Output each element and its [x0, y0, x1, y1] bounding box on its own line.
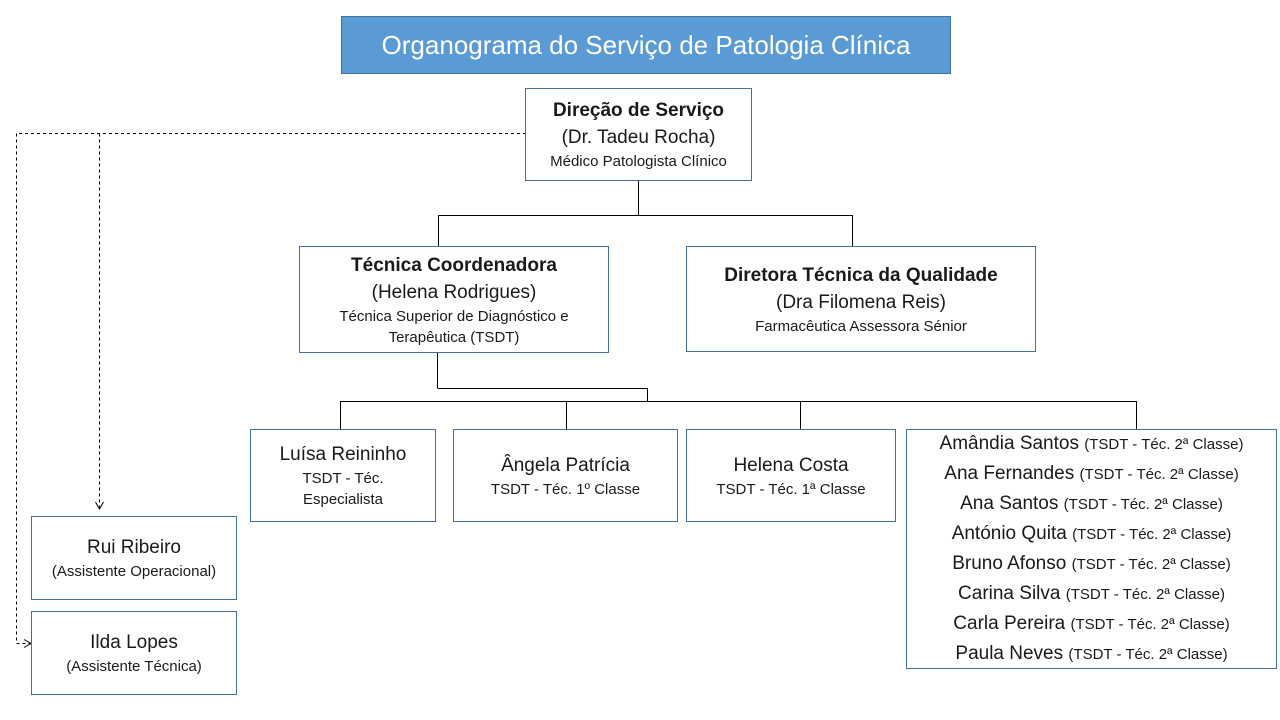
- node-description: Médico Patologista Clínico: [550, 153, 727, 170]
- connector-coordenadora-level3: [340, 352, 1137, 430]
- page-title: Organograma do Serviço de Patologia Clín…: [341, 16, 951, 74]
- node-diretora-qualidade: Diretora Técnica da Qualidade (Dra Filom…: [686, 246, 1036, 352]
- node-grade: TSDT - Téc. 1ª Classe: [716, 480, 866, 498]
- node-person-name: Rui Ribeiro: [87, 537, 181, 558]
- node-role: Diretora Técnica da Qualidade: [724, 264, 998, 286]
- node-grade-line2: Especialista: [302, 491, 384, 508]
- node-person-name: Ilda Lopes: [90, 632, 178, 653]
- connector-direcao-assistentes: [16, 133, 526, 648]
- node-role: (Assistente Operacional): [51, 563, 217, 580]
- node-luisa-reininho: Luísa Reininho TSDT - Téc. Especialista: [250, 429, 436, 522]
- node-role: (Assistente Técnica): [66, 658, 202, 675]
- node-direcao-servico: Direção de Serviço (Dr. Tadeu Rocha) Méd…: [525, 88, 752, 181]
- staff-name: António Quita: [951, 523, 1067, 544]
- node-angela-patricia: Ângela Patrícia TSDT - Téc. 1º Classe: [453, 429, 678, 522]
- node-tecnica-coordenadora: Técnica Coordenadora (Helena Rodrigues) …: [299, 246, 609, 353]
- staff-list-item: Paula Neves (TSDT - Téc. 2ª Classe): [955, 639, 1227, 669]
- staff-list-item: Amândia Santos (TSDT - Téc. 2ª Classe): [940, 429, 1244, 459]
- staff-name: Paula Neves: [955, 643, 1064, 664]
- staff-list-item: Carla Pereira (TSDT - Téc. 2ª Classe): [953, 609, 1229, 639]
- node-ilda-lopes: Ilda Lopes (Assistente Técnica): [31, 611, 237, 695]
- node-description-line1: Técnica Superior de Diagnóstico e: [339, 307, 569, 325]
- staff-grade: (TSDT - Téc. 2ª Classe): [1079, 466, 1239, 483]
- staff-name: Ana Santos: [960, 493, 1059, 514]
- staff-grade: (TSDT - Téc. 2ª Classe): [1068, 646, 1228, 663]
- node-person-name: (Dra Filomena Reis): [776, 291, 946, 313]
- node-person-name: Ângela Patrícia: [501, 454, 630, 476]
- staff-name: Amândia Santos: [939, 433, 1079, 454]
- node-person-name: Helena Costa: [733, 454, 849, 476]
- staff-name: Carla Pereira: [953, 613, 1066, 634]
- staff-name: Bruno Afonso: [952, 553, 1067, 574]
- staff-list-item: António Quita (TSDT - Téc. 2ª Classe): [952, 519, 1232, 549]
- staff-grade: (TSDT - Téc. 2ª Classe): [1072, 526, 1232, 543]
- node-grade: TSDT - Téc. 1º Classe: [490, 480, 641, 498]
- node-person-name: (Helena Rodrigues): [371, 281, 537, 303]
- staff-grade: (TSDT - Téc. 2ª Classe): [1071, 556, 1231, 573]
- staff-list-item: Ana Santos (TSDT - Téc. 2ª Classe): [960, 489, 1223, 519]
- staff-name: Carina Silva: [958, 583, 1061, 604]
- node-description-line2: Terapêutica (TSDT): [388, 328, 520, 346]
- staff-grade: (TSDT - Téc. 2ª Classe): [1084, 436, 1244, 453]
- node-helena-costa: Helena Costa TSDT - Téc. 1ª Classe: [686, 429, 896, 522]
- staff-list-item: Bruno Afonso (TSDT - Téc. 2ª Classe): [952, 549, 1231, 579]
- staff-list-item: Carina Silva (TSDT - Téc. 2ª Classe): [958, 579, 1225, 609]
- staff-grade: (TSDT - Téc. 2ª Classe): [1070, 616, 1230, 633]
- node-description: Farmacêutica Assessora Sénior: [755, 317, 967, 335]
- node-role: Técnica Coordenadora: [351, 254, 557, 276]
- staff-grade: (TSDT - Téc. 2ª Classe): [1063, 496, 1223, 513]
- node-rui-ribeiro: Rui Ribeiro (Assistente Operacional): [31, 516, 237, 600]
- node-role: Direção de Serviço: [552, 100, 725, 121]
- staff-name: Ana Fernandes: [944, 463, 1075, 484]
- node-staff-list: Amândia Santos (TSDT - Téc. 2ª Classe) A…: [906, 429, 1277, 669]
- node-grade-line1: TSDT - Téc.: [302, 470, 384, 487]
- staff-grade: (TSDT - Téc. 2ª Classe): [1065, 586, 1225, 603]
- node-person-name: Luísa Reininho: [279, 444, 407, 465]
- staff-list-item: Ana Fernandes (TSDT - Téc. 2ª Classe): [944, 459, 1238, 489]
- connector-direcao-level2: [438, 181, 853, 247]
- node-person-name: (Dr. Tadeu Rocha): [561, 127, 716, 148]
